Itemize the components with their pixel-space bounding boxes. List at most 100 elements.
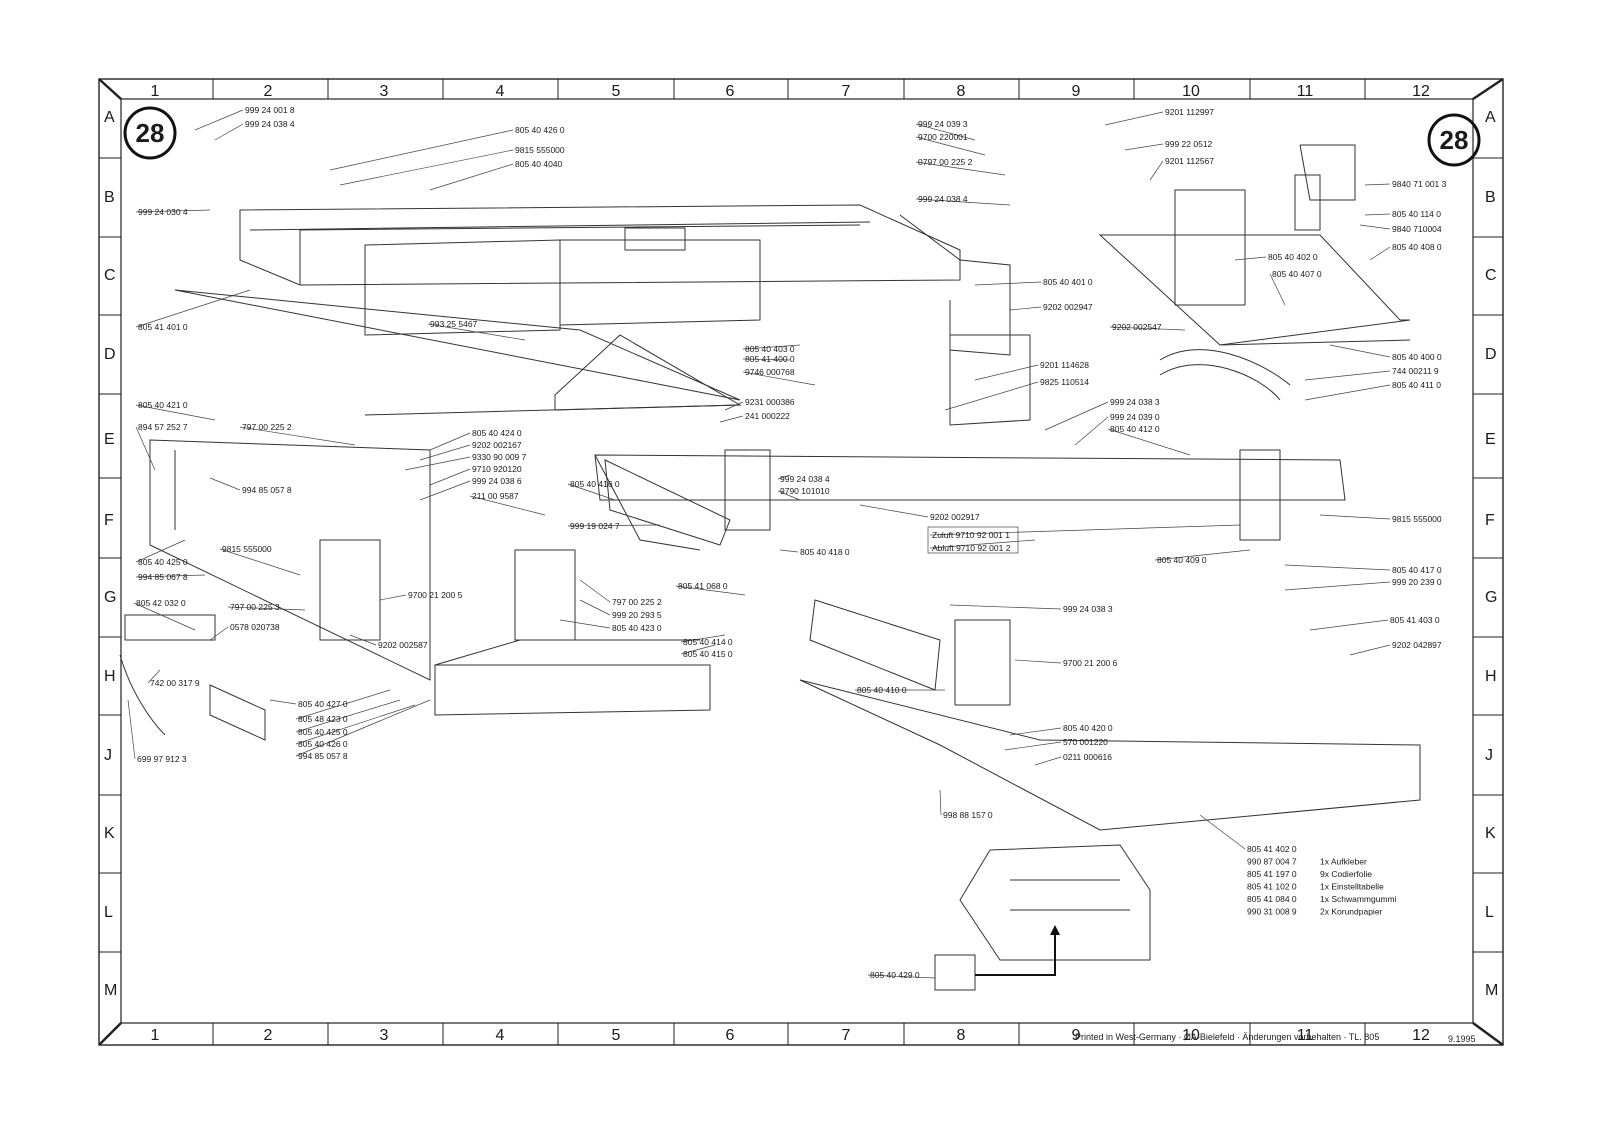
grid-row-right-H: H bbox=[1485, 668, 1497, 685]
grid-column-bottom-12: 12 bbox=[1412, 1027, 1430, 1044]
part-label: 9710 920120 bbox=[472, 464, 522, 474]
part-label: 999 22 0512 bbox=[1165, 139, 1213, 149]
grid-row-left-C: C bbox=[104, 267, 116, 284]
leader-line bbox=[239, 426, 356, 446]
leader-line bbox=[419, 444, 471, 461]
leader-line bbox=[915, 161, 1006, 176]
part-label: 744 00211 9 bbox=[1392, 366, 1439, 376]
part-label: 805 40 401 0 bbox=[1043, 277, 1093, 287]
leader-line bbox=[680, 634, 726, 643]
grid-row-right-M: M bbox=[1485, 982, 1498, 999]
leader-line bbox=[135, 209, 211, 213]
grid-column-top-11: 11 bbox=[1297, 83, 1314, 100]
part-label: 805 40 410 0 bbox=[857, 685, 907, 695]
part-label: 999 24 038 4 bbox=[245, 119, 295, 129]
grid-column-bottom-6: 6 bbox=[726, 1027, 735, 1044]
leader-line bbox=[1349, 644, 1391, 656]
part-label: 211 00 9587 bbox=[472, 491, 519, 501]
grid-column-bottom-3: 3 bbox=[380, 1027, 389, 1044]
part-label: 805 40 114 0 bbox=[1392, 209, 1441, 219]
parts-list-description: 1x Einstelltabelle bbox=[1320, 882, 1384, 892]
leader-line bbox=[567, 524, 661, 527]
leader-line bbox=[194, 109, 244, 131]
leader-line bbox=[742, 358, 791, 361]
parts-list-description: 2x Korundpapier bbox=[1320, 907, 1383, 917]
footer-imprint: Printed in West-Germany · ØA-Bielefeld ·… bbox=[1075, 1032, 1380, 1042]
leader-line bbox=[1364, 183, 1391, 186]
part-label: 797 00 225 3 bbox=[230, 602, 280, 612]
part-label: 805 48 423 0 bbox=[298, 714, 348, 724]
grid-column-bottom-11: 11 bbox=[1297, 1027, 1314, 1044]
grid-row-right-C: C bbox=[1485, 267, 1497, 284]
part-label: 805 41 068 0 bbox=[678, 581, 728, 591]
grid-row-right-J: J bbox=[1485, 747, 1493, 764]
leader-line bbox=[1319, 514, 1391, 520]
part-label: 9840 710004 bbox=[1392, 224, 1442, 234]
part-label: 9202 002587 bbox=[378, 640, 428, 650]
leader-line bbox=[1199, 814, 1246, 850]
parts-list-description: 1x Aufkleber bbox=[1320, 857, 1367, 867]
grid-row-left-M: M bbox=[104, 982, 117, 999]
part-label: 9202 042897 bbox=[1392, 640, 1442, 650]
part-label: 805 40 412 0 bbox=[1110, 424, 1160, 434]
leader-line bbox=[944, 381, 1039, 411]
grid-column-top-10: 10 bbox=[1182, 83, 1200, 100]
leader-line bbox=[777, 490, 801, 501]
leader-line bbox=[429, 468, 471, 486]
part-label: 805 40 420 0 bbox=[1063, 723, 1113, 733]
grid-row-right-E: E bbox=[1485, 431, 1496, 448]
leader-line bbox=[349, 634, 377, 646]
part-label: 797 00 225 2 bbox=[242, 422, 292, 432]
leader-line bbox=[1359, 224, 1391, 230]
part-label: 0578 020738 bbox=[230, 622, 280, 632]
grid-row-right-B: B bbox=[1485, 189, 1496, 206]
leader-line bbox=[1124, 143, 1164, 151]
leader-line bbox=[329, 129, 514, 171]
part-label: 9700 220001 bbox=[918, 132, 968, 142]
leader-line bbox=[974, 281, 1042, 286]
grid-column-bottom-5: 5 bbox=[612, 1027, 621, 1044]
part-label: 805 40 421 0 bbox=[138, 400, 188, 410]
leader-line bbox=[1149, 160, 1164, 181]
part-label: 805 40 409 0 bbox=[1157, 555, 1207, 565]
leader-line bbox=[929, 524, 1241, 536]
part-label: 9201 114628 bbox=[1040, 360, 1089, 370]
leader-line bbox=[724, 401, 744, 411]
part-label: 805 40 414 0 bbox=[683, 637, 733, 647]
part-label: 998 88 157 0 bbox=[943, 810, 993, 820]
part-label: 805 41 400 0 bbox=[745, 354, 795, 364]
leader-line bbox=[1154, 549, 1251, 561]
leader-line bbox=[1284, 564, 1391, 571]
parts-list-number: 805 41 197 0 bbox=[1247, 869, 1297, 879]
part-label: 9825 110514 bbox=[1040, 377, 1089, 387]
leader-line bbox=[427, 323, 526, 341]
part-label: 805 40 4040 bbox=[515, 159, 563, 169]
grid-column-bottom-2: 2 bbox=[264, 1027, 273, 1044]
frame-corners bbox=[98, 77, 1504, 1047]
drawing-lineart bbox=[119, 144, 1421, 991]
parts-list-number: 990 31 008 9 bbox=[1247, 907, 1297, 917]
part-label: 0797 00 225 2 bbox=[918, 157, 973, 167]
leader-line bbox=[929, 539, 1036, 549]
leader-line bbox=[579, 579, 611, 603]
grid-row-left-B: B bbox=[104, 189, 115, 206]
part-label: 805 40 427 0 bbox=[298, 699, 348, 709]
part-label: 9840 71 001 3 bbox=[1392, 179, 1447, 189]
part-label: 805 40 411 0 bbox=[1392, 380, 1441, 390]
parts-list-number: 805 41 084 0 bbox=[1247, 894, 1297, 904]
leader-line bbox=[867, 974, 936, 979]
grid-row-right-L: L bbox=[1485, 904, 1494, 921]
part-label: 805 40 416 0 bbox=[570, 479, 620, 489]
part-label: 999 24 038 3 bbox=[1063, 604, 1113, 614]
part-label: 999 24 038 4 bbox=[780, 474, 830, 484]
leader-line bbox=[1004, 741, 1062, 751]
parts-list-number: 990 87 004 7 bbox=[1247, 857, 1297, 867]
grid-column-top-7: 7 bbox=[842, 83, 851, 100]
sheet-badge-left: 28 bbox=[123, 106, 177, 160]
grid-column-top-4: 4 bbox=[496, 83, 505, 100]
grid-column-top-3: 3 bbox=[380, 83, 389, 100]
part-label: 805 40 423 0 bbox=[612, 623, 662, 633]
grid-column-bottom-4: 4 bbox=[496, 1027, 505, 1044]
leader-line bbox=[1109, 326, 1186, 331]
